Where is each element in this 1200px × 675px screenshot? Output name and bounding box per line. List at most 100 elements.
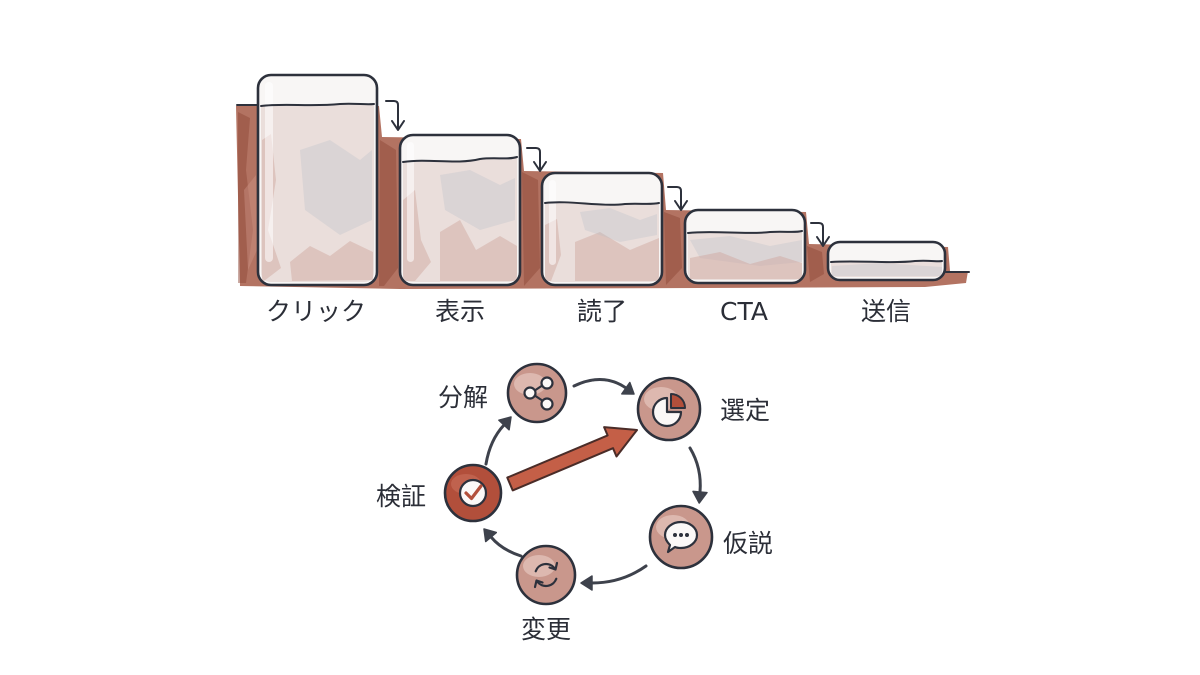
highlight-arrow-verify-to-select	[506, 426, 638, 492]
funnel-step-read: 読了	[540, 171, 664, 326]
refresh-arrowhead	[533, 579, 544, 589]
container-liquid	[831, 260, 942, 277]
funnel-step-cta: CTA	[683, 208, 807, 326]
funnel-step-click: クリック	[256, 73, 379, 326]
cycle-arrow-head	[692, 490, 708, 504]
refresh-arc	[534, 562, 556, 573]
wash-streak	[807, 246, 824, 282]
cycle-arrow-decompose-to-select	[572, 378, 635, 395]
funnel-step-label: CTA	[720, 297, 768, 326]
container-outline	[826, 240, 947, 282]
step-arrow-head	[533, 161, 547, 172]
wash-streak	[522, 172, 540, 286]
liquid-tint	[690, 252, 802, 279]
cycle-arrow-verify-to-decompose	[484, 416, 512, 466]
share-node-dot	[540, 376, 554, 390]
liquid-tint	[580, 208, 657, 242]
funnel-diagram: クリック 表示	[236, 73, 970, 326]
step-arrow-icon	[385, 100, 405, 131]
liquid-surface-line	[830, 259, 943, 264]
share-node-dot	[523, 386, 537, 400]
funnel-step-label: 送信	[861, 297, 911, 326]
funnel-step-label: 表示	[435, 297, 485, 326]
funnel-step-view: 表示	[398, 133, 522, 326]
share-nodes-icon	[523, 376, 554, 411]
funnel-step-submit: 送信	[826, 240, 947, 326]
pie-chart-icon	[651, 393, 686, 428]
liquid-tint	[690, 236, 802, 266]
funnel-step-label: 読了	[577, 297, 627, 326]
container-outline	[256, 73, 379, 287]
glass-shine	[549, 180, 556, 265]
cycle-node-decompose: 分解	[438, 362, 568, 424]
cycle-arrow-line	[484, 423, 506, 466]
funnel-step-label: クリック	[266, 297, 366, 326]
liquid-tint	[300, 140, 372, 235]
refresh-arc	[536, 577, 558, 588]
container-outline	[398, 133, 522, 287]
liquid-tint	[575, 232, 659, 281]
step-arrow-stem	[385, 100, 399, 129]
cycle-node-select: 選定	[636, 376, 770, 442]
liquid-surface-line	[687, 230, 803, 234]
cycle-arrow-line	[590, 564, 648, 585]
cycle-arrow-line	[688, 446, 702, 494]
speech-dot	[673, 533, 677, 537]
liquid-tint	[440, 170, 515, 230]
check-circle-icon	[458, 478, 488, 508]
step-arrow-icon	[810, 222, 830, 247]
liquid-tint	[832, 263, 942, 276]
wash-streak	[238, 112, 253, 283]
liquid-surface-line	[260, 102, 375, 107]
pie-chart-slice	[670, 393, 686, 409]
step-arrow-stem	[810, 222, 824, 245]
container-liquid	[261, 103, 374, 282]
liquid-tint	[440, 220, 517, 281]
wash-streak	[244, 175, 257, 270]
glass-shine	[265, 82, 273, 262]
container-outline	[683, 208, 807, 285]
improvement-cycle-diagram: 分解 選定 仮説	[376, 362, 773, 644]
cycle-arrow-line	[489, 535, 523, 558]
check-mark	[464, 484, 483, 501]
step-arrow-head	[816, 236, 830, 247]
speech-dot	[685, 533, 689, 537]
container-outline	[540, 171, 664, 287]
cycle-node-change: 変更	[515, 544, 577, 644]
speech-dot	[679, 533, 683, 537]
cycle-node-label: 仮説	[723, 529, 773, 558]
cycle-arrow-head	[483, 528, 498, 543]
cycle-arrow-change-to-verify	[483, 528, 523, 558]
step-arrow-stem	[526, 147, 541, 170]
cycle-node-hypothesis: 仮説	[648, 504, 773, 570]
cycle-node-verify: 検証	[376, 463, 503, 523]
step-arrow-icon	[526, 147, 547, 172]
wash-streak	[379, 140, 398, 286]
step-arrow-icon	[667, 186, 688, 211]
liquid-surface-line	[544, 201, 660, 206]
step-arrow-stem	[667, 186, 682, 209]
container-liquid	[545, 202, 659, 282]
container-liquid	[403, 157, 517, 282]
cycle-arrow-hypothesis-to-change	[580, 564, 648, 591]
share-node-dot	[540, 397, 554, 411]
container-liquid	[688, 231, 802, 280]
cycle-arrow-select-to-hypothesis	[688, 446, 708, 504]
cycle-node-label: 検証	[376, 482, 426, 511]
cycle-arrow-head	[580, 575, 593, 591]
glass-shine	[407, 142, 414, 262]
cycle-node-label: 選定	[720, 396, 770, 425]
step-arrow-head	[391, 120, 405, 131]
cycle-arrow-head	[621, 381, 635, 395]
wash-streak	[664, 212, 682, 285]
pie-chart-body	[651, 396, 683, 428]
liquid-surface-line	[402, 156, 518, 163]
step-arrow-head	[674, 200, 688, 211]
liquid-tint	[290, 241, 373, 281]
refresh-icon	[533, 561, 559, 589]
cycle-node-label: 変更	[521, 615, 571, 644]
cycle-arrow-line	[572, 378, 628, 390]
check-ring	[458, 478, 488, 508]
cycle-node-label: 分解	[438, 383, 488, 412]
